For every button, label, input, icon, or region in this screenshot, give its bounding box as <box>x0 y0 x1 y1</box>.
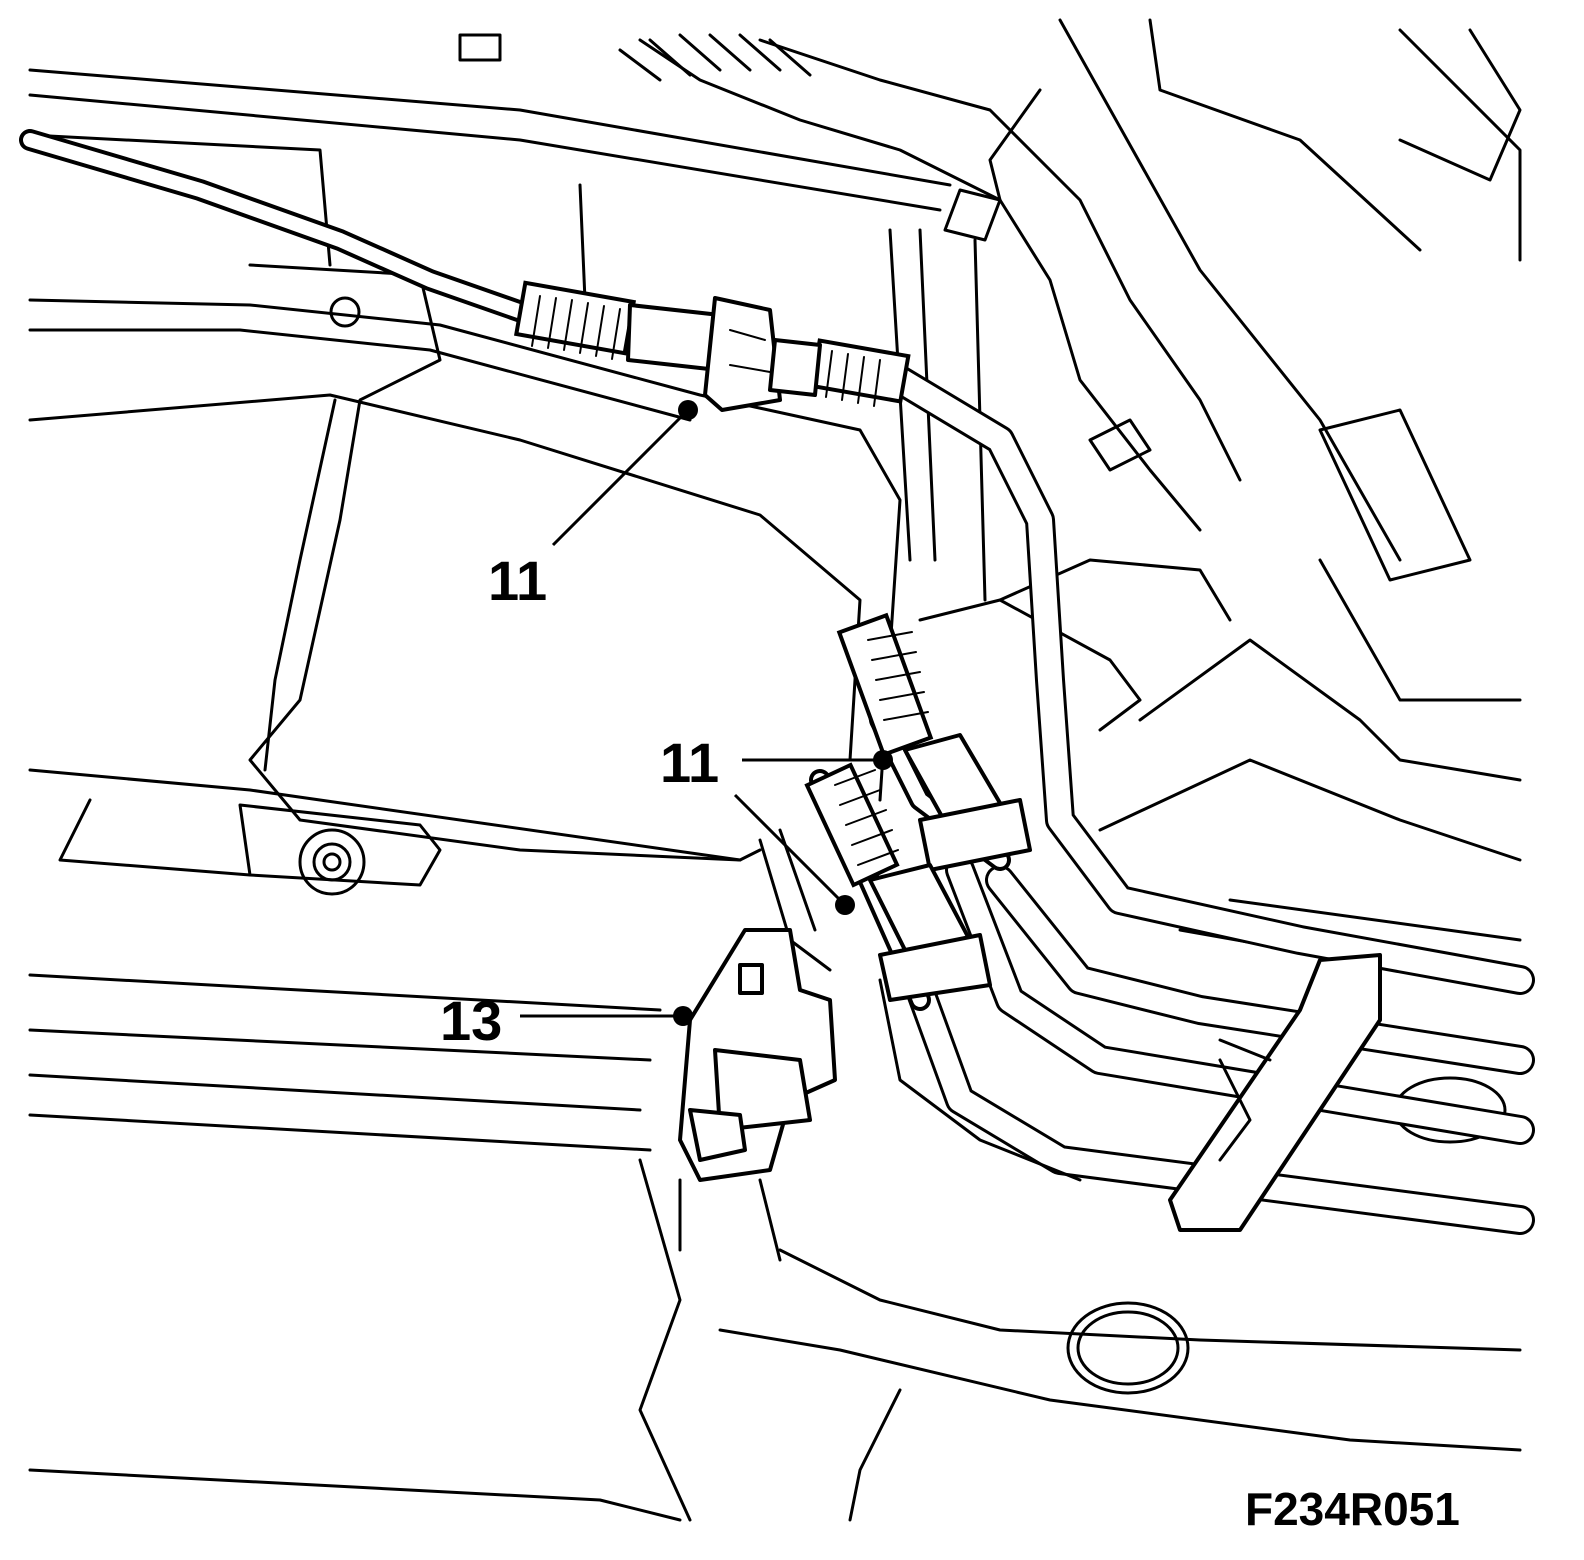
pipe-clamp <box>1168 953 1382 1232</box>
chassis-structure <box>28 18 1522 1522</box>
figure-code: F234R051 <box>1245 1483 1460 1535</box>
upper-connector <box>514 280 911 412</box>
callout-label: 11 <box>488 549 547 612</box>
callout-11-lower: 11 <box>660 731 893 915</box>
callout-11-upper: 11 <box>488 400 698 612</box>
callout-label: 13 <box>440 989 502 1052</box>
lower-connectors <box>758 612 1032 1011</box>
connector-13 <box>678 928 837 1262</box>
callout-13: 13 <box>440 989 693 1052</box>
upper-sensor-cable <box>19 129 541 326</box>
callout-label: 11 <box>660 731 719 794</box>
